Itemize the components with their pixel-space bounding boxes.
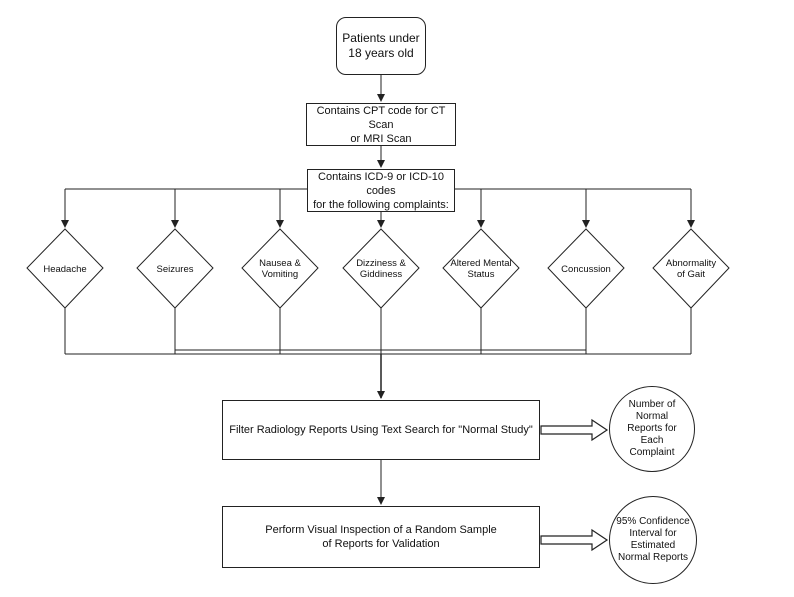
diamond-concussion <box>547 228 625 309</box>
complaint-dizziness: Dizziness & Giddiness <box>356 258 406 280</box>
block-arrow-to-confidence <box>540 528 609 552</box>
diamond-nausea <box>241 228 319 309</box>
confidence-circle: 95% Confidence Interval for Estimated No… <box>609 496 697 584</box>
start-node: Patients under 18 years old <box>336 17 426 75</box>
normal-count-circle: Number of Normal Reports for Each Compla… <box>609 386 695 472</box>
complaint-concussion: Concussion <box>561 263 611 275</box>
complaint-headache: Headache <box>43 263 87 275</box>
diamond-headache <box>26 228 104 309</box>
complaint-seizures: Seizures <box>156 263 194 275</box>
filter-box: Filter Radiology Reports Using Text Sear… <box>222 400 540 460</box>
diamond-gait <box>652 228 730 309</box>
diamond-altered <box>442 228 520 309</box>
complaint-altered: Altered Mental Status <box>450 258 512 280</box>
diamond-seizures <box>136 228 214 309</box>
block-arrow-to-normal-count <box>540 418 609 442</box>
icd-box: Contains ICD-9 or ICD-10 codes for the f… <box>307 169 455 212</box>
inspect-box: Perform Visual Inspection of a Random Sa… <box>222 506 540 568</box>
diamond-dizziness <box>342 228 420 309</box>
complaint-nausea: Nausea & Vomiting <box>259 258 301 280</box>
cpt-box: Contains CPT code for CT Scan or MRI Sca… <box>306 103 456 146</box>
complaint-gait: Abnormality of Gait <box>665 258 717 280</box>
